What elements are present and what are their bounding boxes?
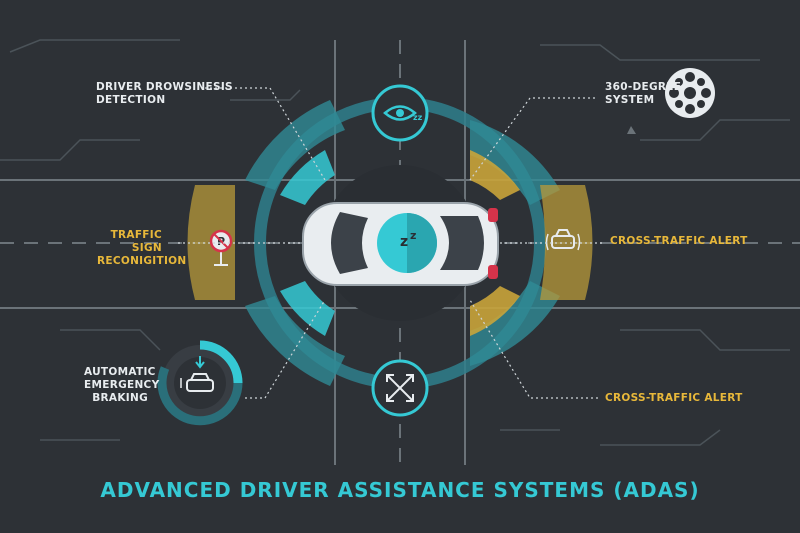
no-parking-sign-icon: P [209,229,233,266]
left-sensor-zone [245,100,345,386]
svg-text:z: z [410,229,416,242]
zz-icon: z [400,234,408,250]
braking-label-line1: AUTOMATIC [84,366,156,378]
car-braking-icon [157,340,243,426]
car-top-view-icon: z z [302,202,499,286]
drowsiness-label-line2: DETECTION [96,94,166,106]
traffic-sign-label: TRAFFIC SIGN RECONIGITION [97,229,187,268]
circuit-lines [0,39,790,446]
cross-arrows-icon [371,359,429,417]
car-signal-icon [545,229,581,251]
cross-traffic-alert-label-2: CROSS-TRAFFIC ALERT [605,392,743,404]
triangle-marker [627,126,636,134]
svg-text:zz: zz [413,113,423,122]
page-title: ADVANCED DRIVER ASSISTANCE SYSTEMS (ADAS… [100,478,700,502]
traffic-sign-label-line2: RECONIGITION [97,255,187,267]
wheel-360-icon [665,68,715,118]
braking-label-line2: EMERGENCY [84,379,160,391]
braking-label-line3: BRAKING [92,392,148,404]
braking-label: AUTOMATIC EMERGENCY BRAKING [84,366,160,405]
system360-label-line1: 360-DEGREE [605,81,682,93]
eye-zz-icon: zz [371,84,429,142]
cross-traffic-alert-label-1: CROSS-TRAFFIC ALERT [610,235,748,247]
system360-label: 360-DEGREE SYSTEM [605,81,681,107]
connector-arrows [178,87,602,399]
traffic-sign-label-line1: TRAFFIC SIGN [110,229,162,254]
drowsiness-label-line1: DRIVER DROWSINESIS [96,81,233,93]
system360-label-line2: SYSTEM [605,94,655,106]
drowsiness-label: DRIVER DROWSINESIS DETECTION [96,81,233,107]
